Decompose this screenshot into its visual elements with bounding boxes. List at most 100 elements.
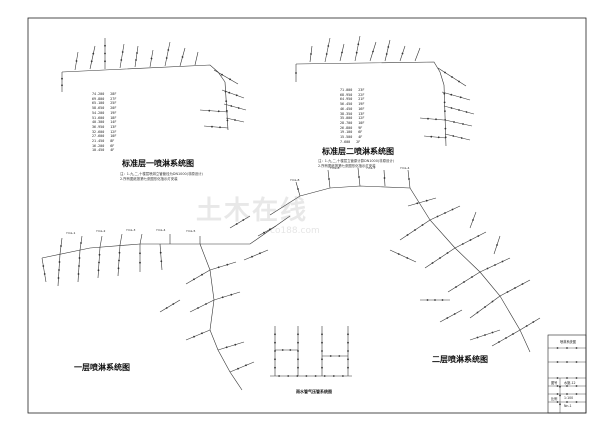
floor-table-2-level: 19.100 (340, 130, 353, 135)
sprinkler-head-mark (61, 77, 63, 80)
floor-table-1-floor: 12F (110, 129, 117, 134)
floor-table-2-floor: 12F (358, 116, 365, 121)
sprinkler-head-mark (165, 57, 168, 59)
floor-table-2-floor: 19F (358, 102, 365, 107)
sprinkler-head-mark (201, 332, 203, 335)
sprinkler-head-mark (120, 59, 123, 61)
sprinkler-head-mark (98, 261, 100, 264)
sprinkler-head-mark (139, 261, 141, 264)
sprinkler-head-mark (437, 136, 440, 139)
floor-table-1-floor: 8F (110, 139, 115, 144)
sprinkler-head-mark (496, 244, 498, 246)
sprinkler-head-mark (92, 52, 95, 55)
sprinkler-head-mark (575, 361, 578, 363)
sprinkler-head-mark (501, 260, 504, 263)
sprinkler-head-mark (193, 278, 195, 281)
sprinkler-head-mark (245, 364, 247, 367)
sprinkler-head-mark (274, 341, 276, 344)
sprinkler-head-mark (269, 228, 271, 231)
tag-left-2: YmL-2 (96, 229, 106, 233)
tag-left-1: YmL-1 (66, 231, 76, 235)
sprinkler-head-mark (230, 105, 233, 107)
title-floor-1: 一层喷淋系统图 (74, 363, 130, 372)
floor-table-1-level: 32.600 (92, 129, 105, 134)
sprinkler-head-mark (476, 336, 479, 339)
sprinkler-head-mark (439, 257, 441, 259)
sprinkler-head-mark (385, 53, 388, 55)
sprinkler-head-mark (444, 212, 446, 214)
sprinkler-head-mark (295, 72, 297, 74)
floor-table-1-floor: 27F (110, 96, 117, 101)
sprinkler-head-mark (42, 265, 45, 267)
system-std-floor-2 (295, 35, 475, 147)
sprinkler-head-mark (323, 375, 326, 377)
floor-table-1-level: 51.600 (92, 115, 105, 120)
sprinkler-head-mark (383, 177, 386, 179)
sprinkler-head-mark (58, 269, 60, 271)
floor-table-2-level: 15.500 (340, 135, 353, 140)
sprinkler-head-mark (118, 251, 121, 254)
sprinkler-head-mark (121, 51, 124, 53)
sprinkler-head-mark (237, 107, 240, 109)
title-block-name: 喷淋系统图 (560, 340, 576, 344)
sprinkler-head-mark (321, 341, 323, 344)
floor-table-1-level: 40.300 (92, 120, 105, 125)
sprinkler-head-mark (305, 375, 308, 377)
sprinkler-head-mark (217, 110, 220, 113)
sprinkler-head-mark (460, 137, 463, 139)
floor-table-2-floor: 2F (356, 139, 361, 144)
sprinkler-head-mark (444, 136, 447, 139)
sprinkler-head-mark (347, 350, 349, 352)
sprinkler-head-mark (446, 252, 449, 254)
sprinkler-head-mark (230, 293, 233, 296)
sprinkler-head-mark (342, 375, 344, 377)
floor-table-2-level: 28.700 (340, 120, 353, 125)
sprinkler-head-mark (458, 109, 460, 111)
floor-table-1-floor: 14F (110, 120, 117, 125)
sprinkler-head-mark (575, 401, 578, 403)
sprinkler-head-mark (139, 252, 141, 255)
sprinkler-head-mark (406, 257, 409, 259)
sprinkler-head-mark (444, 110, 446, 112)
sprinkler-head-mark (217, 266, 220, 269)
system-floor-1 (41, 215, 291, 391)
sprinkler-head-mark (159, 251, 162, 254)
sprinkler-head-mark (575, 377, 578, 379)
sprinkler-head-mark (328, 178, 330, 180)
sprinkler-head-mark (297, 358, 299, 361)
sprinkler-head-mark (297, 350, 299, 352)
sprinkler-head-mark (566, 401, 568, 403)
sprinkler-head-mark (237, 367, 239, 370)
sprinkler-head-mark (117, 267, 120, 270)
sprinkler-head-mark (443, 92, 446, 95)
sprinkler-head-mark (458, 80, 460, 83)
floor-table-1-floor: 4F (110, 148, 115, 153)
sprinkler-head-mark (450, 93, 453, 96)
sprinkler-head-mark (453, 121, 455, 123)
tag-left-3: YmL-3 (126, 228, 136, 232)
sprinkler-head-mark (98, 253, 101, 256)
floor-table-1-level: 36.950 (92, 124, 105, 129)
sprinkler-head-mark (80, 242, 82, 244)
sprinkler-head-mark (444, 71, 446, 74)
title-block (547, 334, 587, 414)
tag-right-2: YmL-8 (330, 166, 340, 170)
sprinkler-head-mark (462, 123, 464, 125)
sprinkler-head-mark (167, 49, 170, 51)
floor-table-1-floor: 6F (110, 143, 115, 148)
sprinkler-head-mark (566, 347, 568, 349)
sprinkler-head-mark (221, 296, 224, 299)
sprinkler-head-mark (347, 366, 349, 369)
sprinkler-head-mark (61, 84, 63, 87)
sprinkler-head-mark (476, 311, 479, 314)
sprinkler-head-mark (451, 208, 454, 211)
